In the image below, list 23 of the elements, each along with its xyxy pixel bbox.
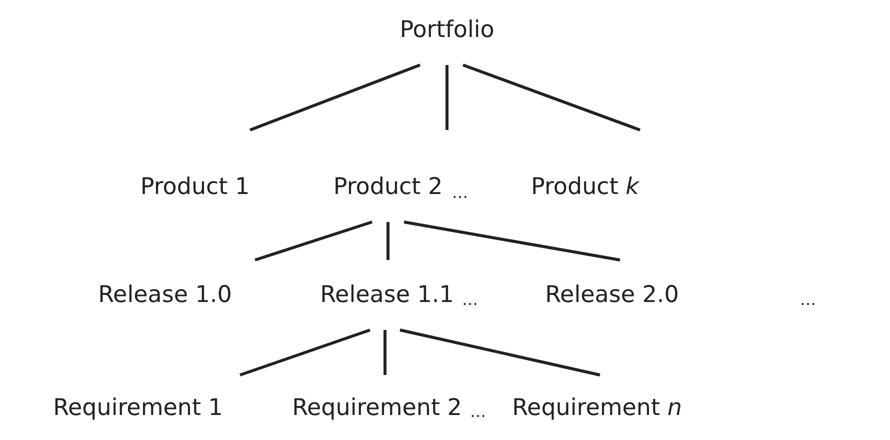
connector-line (386, 222, 390, 260)
node-label: Portfolio (400, 16, 494, 45)
node-label: Product k (531, 173, 639, 202)
connector-line (254, 220, 372, 262)
ellipsis-text: … (470, 402, 486, 422)
connector-line (462, 64, 641, 132)
node-label: Release 1.0 (98, 281, 232, 310)
node-label: Release 2.0 (545, 281, 679, 310)
ellipsis-text: … (800, 290, 816, 310)
connector-line (249, 64, 421, 132)
ellipsis-text: … (462, 290, 478, 310)
connector-line (384, 330, 386, 375)
ellipsis-text: … (452, 183, 468, 203)
node-label: Requirement 1 (53, 394, 223, 423)
connector-line (400, 328, 600, 376)
connector-line (446, 65, 448, 130)
connector-line (404, 220, 620, 262)
node-label: Requirement 2 (292, 394, 462, 423)
node-label: Product 2 (333, 173, 443, 202)
node-label: Product 1 (140, 173, 250, 202)
node-label: Release 1.1 (320, 281, 454, 310)
connector-line (240, 328, 370, 376)
node-label: Requirement n (512, 394, 682, 423)
